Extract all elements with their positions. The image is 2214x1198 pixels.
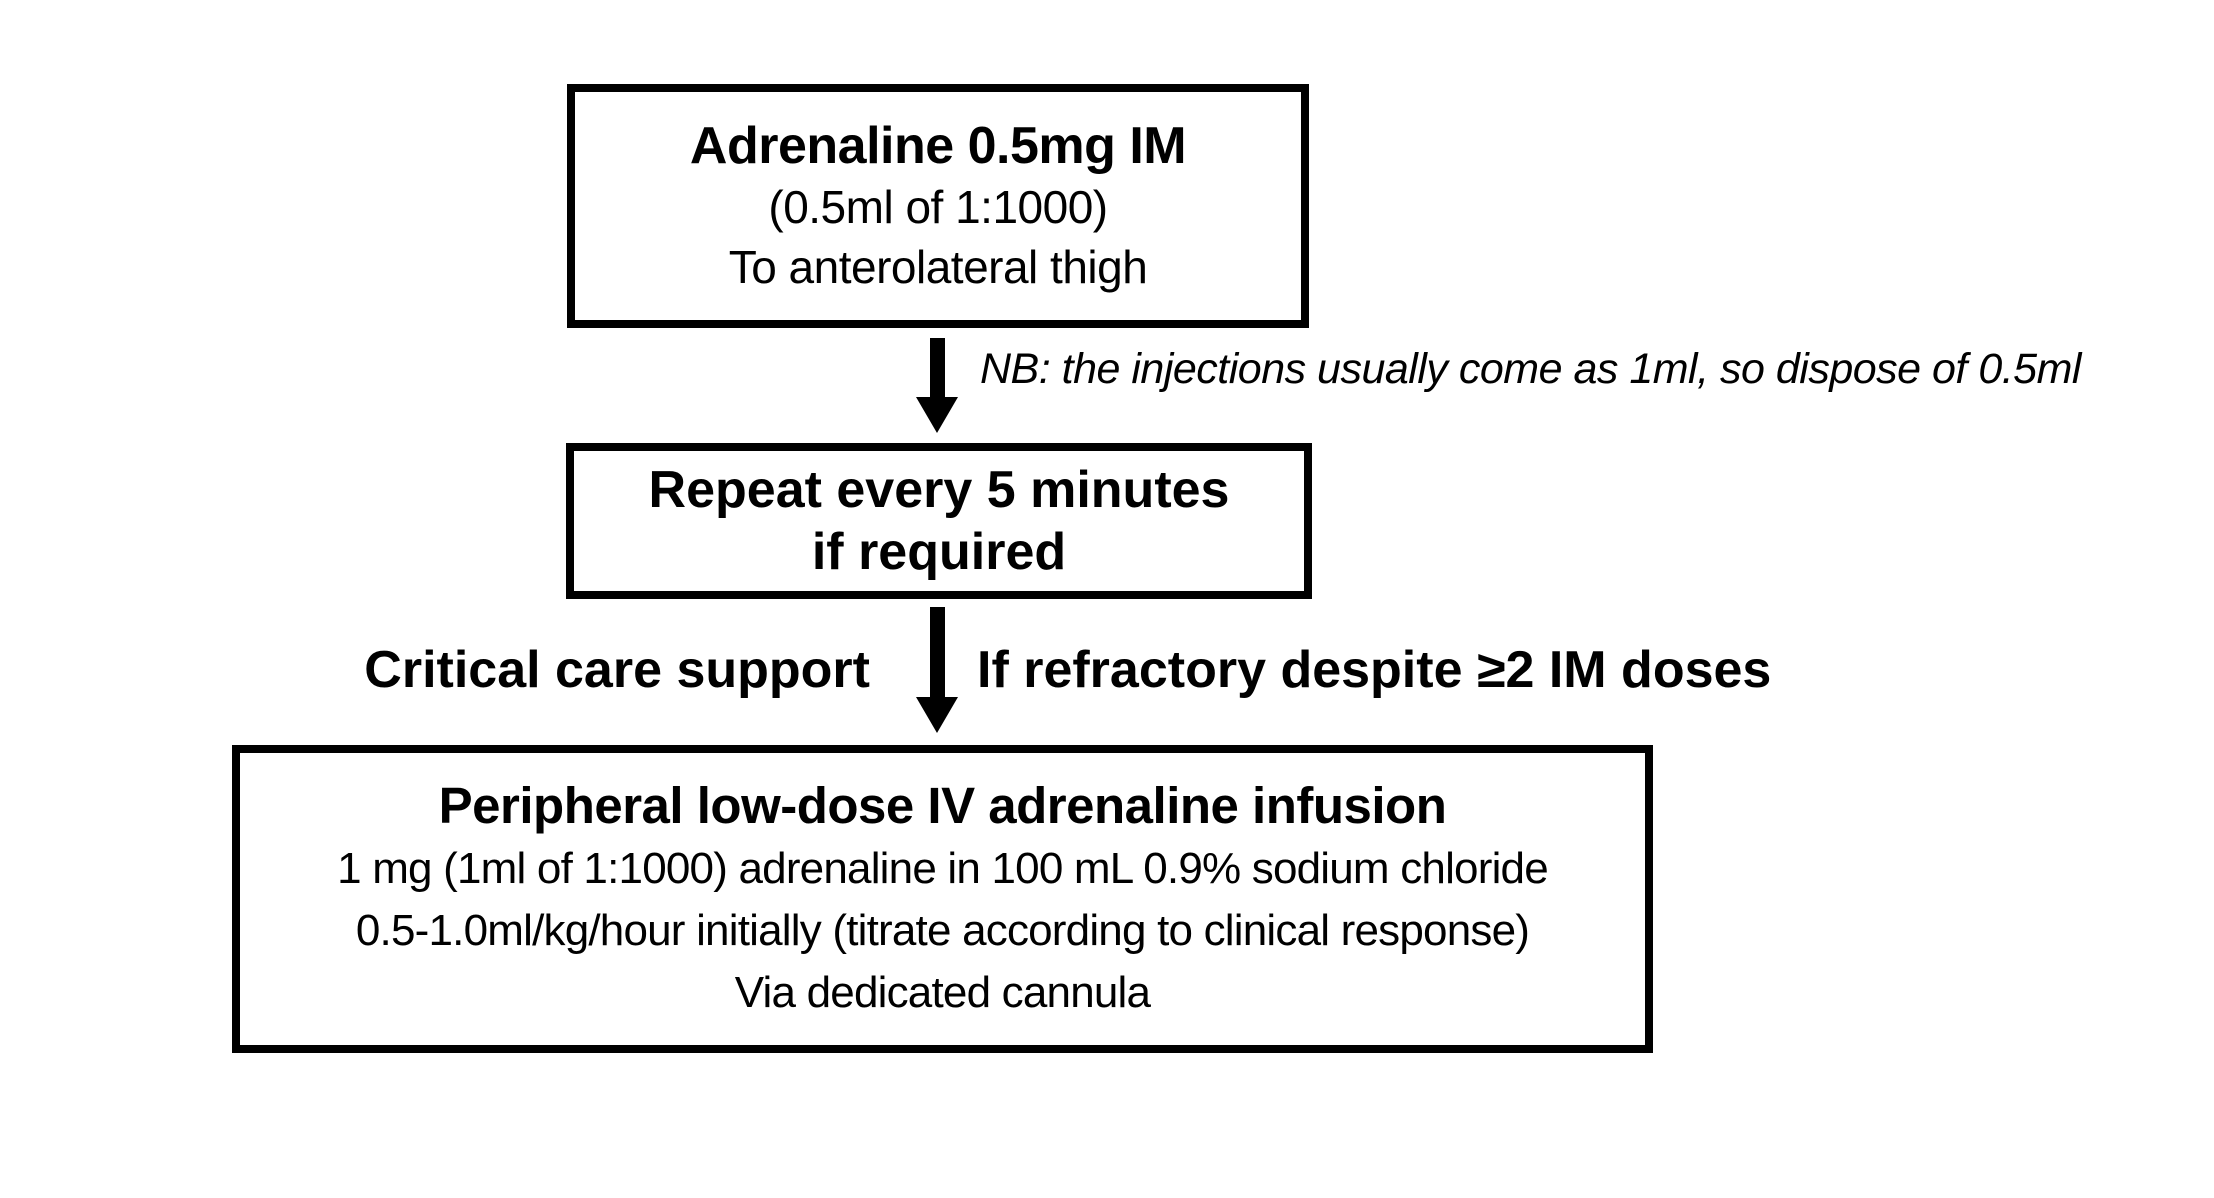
box-repeat-dose: Repeat every 5 minutes if required — [566, 443, 1312, 599]
down-arrow-1-head-icon — [916, 397, 958, 433]
box-iv-infusion-route: Via dedicated cannula — [734, 968, 1151, 1017]
box-iv-infusion: Peripheral low-dose IV adrenaline infusi… — [232, 745, 1653, 1053]
label-critical-care-support: Critical care support — [364, 641, 870, 699]
box-iv-infusion-rate: 0.5-1.0ml/kg/hour initially (titrate acc… — [355, 906, 1530, 955]
label-if-refractory: If refractory despite ≥2 IM doses — [977, 641, 1772, 699]
down-arrow-2-shaft-icon — [930, 607, 945, 699]
box-iv-infusion-title: Peripheral low-dose IV adrenaline infusi… — [438, 777, 1447, 834]
box-adrenaline-im-dilution: (0.5ml of 1:1000) — [768, 181, 1108, 233]
box-adrenaline-im-dose: Adrenaline 0.5mg IM (0.5ml of 1:1000) To… — [567, 84, 1309, 328]
note-dispose-text: NB: the injections usually come as 1ml, … — [980, 345, 2081, 393]
box-iv-infusion-mixture: 1 mg (1ml of 1:1000) adrenaline in 100 m… — [337, 844, 1549, 893]
box-repeat-line1: Repeat every 5 minutes — [648, 461, 1230, 519]
box-adrenaline-im-site: To anterolateral thigh — [728, 241, 1148, 293]
down-arrow-2-head-icon — [916, 697, 958, 733]
down-arrow-1-shaft-icon — [930, 338, 945, 400]
box-adrenaline-im-title: Adrenaline 0.5mg IM — [689, 117, 1187, 175]
box-repeat-line2: if required — [811, 523, 1067, 581]
